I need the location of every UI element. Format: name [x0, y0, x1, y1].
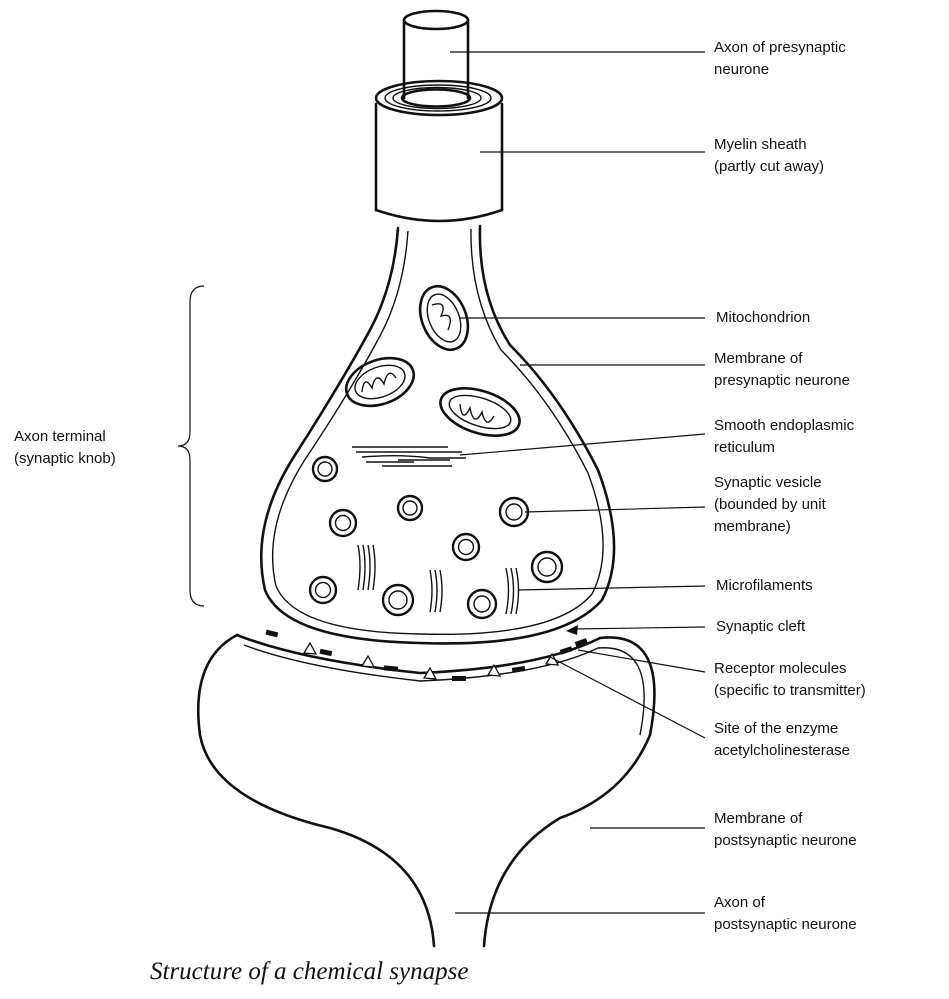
leader-receptor-molecules [578, 650, 705, 672]
leader-lines [450, 52, 705, 913]
leader-synaptic-vesicle [525, 507, 705, 512]
arrow-synaptic-cleft [566, 625, 578, 635]
mitochondrion-3 [435, 379, 526, 444]
label-synaptic-cleft: Synaptic cleft [716, 616, 805, 638]
label-axon-terminal: Axon terminal(synaptic knob) [14, 426, 116, 470]
label-mitochondrion: Mitochondrion [716, 307, 810, 329]
smooth-er [352, 447, 466, 466]
label-myelin-sheath: Myelin sheath(partly cut away) [714, 134, 824, 178]
label-microfilaments: Microfilaments [716, 575, 813, 597]
mitochondrion-2 [340, 349, 421, 414]
leader-microfilaments [518, 586, 705, 590]
label-receptor-molecules: Receptor molecules(specific to transmitt… [714, 658, 866, 702]
leader-enzyme-site [550, 657, 705, 738]
postsynaptic-neurone [198, 635, 654, 946]
figure-caption: Structure of a chemical synapse [150, 958, 468, 986]
leader-synaptic-cleft [572, 627, 705, 629]
axon-terminal-brace [178, 286, 204, 606]
leader-smooth-er [460, 434, 705, 455]
myelin-sheath [376, 81, 502, 221]
mitochondria [340, 279, 526, 444]
synaptic-vesicles [310, 457, 562, 618]
